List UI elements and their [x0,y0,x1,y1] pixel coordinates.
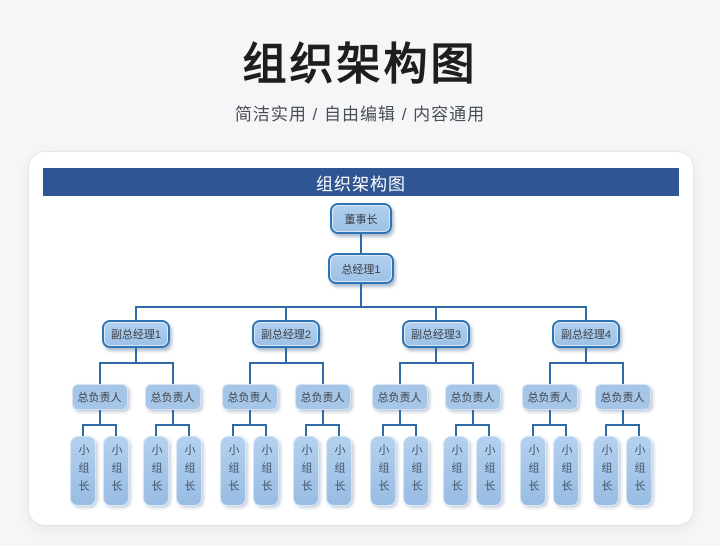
groups-row: 小组长 小组长 [213,424,286,506]
org-chart: 董事长 总经理1 副总经理1 总负责人 小组长 [29,196,693,506]
groups-row: 小组长 小组长 [363,424,436,506]
org-leader: 总负责人 小组长 小组长 [513,362,586,506]
groups-row: 小组长 小组长 [286,424,359,506]
node-vice-gm-4: 副总经理4 [552,320,620,348]
groups-row: 小组长 小组长 [586,424,659,506]
leaf-wrap: 小组长 [172,424,206,506]
groups-row: 小组长 小组长 [436,424,509,506]
leaders-row: 总负责人 小组长 小组长 [511,362,661,506]
org-branch-2: 副总经理2 总负责人 小组长 小组长 [211,306,361,506]
connector-line [585,348,587,362]
org-leader: 总负责人 小组长 小组长 [63,362,136,506]
leaf-wrap: 小组长 [217,424,250,506]
connector-line [621,410,624,424]
leaf-wrap: 小组长 [590,424,623,506]
node-group-leader: 小组长 [326,436,352,506]
groups-row: 小组长 小组长 [513,424,586,506]
connector-line [248,410,251,424]
node-leader: 总负责人 [521,384,578,410]
node-group-leader: 小组长 [70,436,96,506]
node-leader: 总负责人 [594,384,651,410]
org-leader: 总负责人 小组长 小组长 [136,362,209,506]
card-header-title: 组织架构图 [316,174,406,194]
node-group-leader: 小组长 [476,436,502,506]
node-vice-gm-3: 副总经理3 [402,320,470,348]
org-branch-1: 副总经理1 总负责人 小组长 小组长 [61,306,211,506]
connector-line [321,410,324,424]
leaf-wrap: 小组长 [440,424,473,506]
page-title: 组织架构图 [242,40,478,89]
node-group-leader: 小组长 [520,436,546,506]
leaders-row: 总负责人 小组长 小组长 [61,362,211,506]
node-group-leader: 小组长 [103,436,129,506]
connector-line [548,410,551,424]
page-subtitle: 简洁实用 / 自由编辑 / 内容通用 [234,105,486,124]
leaders-row: 总负责人 小组长 小组长 [211,362,361,506]
node-general-manager: 总经理1 [328,253,394,284]
leaf-wrap: 小组长 [367,424,400,506]
node-vice-gm-2: 副总经理2 [252,320,320,348]
connector-line [471,410,474,424]
node-group-leader: 小组长 [553,436,579,506]
connector-line [135,348,137,362]
node-leader: 总负责人 [71,384,128,410]
branches-row: 副总经理1 总负责人 小组长 小组长 [61,306,661,506]
connector-line [285,348,287,362]
card-header-bar: 组织架构图 [43,168,679,196]
leaf-wrap: 小组长 [249,424,283,506]
node-group-leader: 小组长 [403,436,429,506]
node-leader: 总负责人 [144,384,201,410]
groups-row: 小组长 小组长 [63,424,136,506]
node-vice-gm-1: 副总经理1 [102,320,170,348]
leaf-wrap: 小组长 [322,424,356,506]
node-group-leader: 小组长 [253,436,279,506]
leaf-wrap: 小组长 [67,424,100,506]
connector-line [98,410,101,424]
leaf-wrap: 小组长 [140,424,173,506]
leaders-row: 总负责人 小组长 小组长 [361,362,511,506]
node-leader: 总负责人 [221,384,278,410]
node-chairman: 董事长 [330,203,392,234]
connector-line [398,410,401,424]
org-leader: 总负责人 小组长 小组长 [213,362,286,506]
connector-line [360,284,362,306]
connector-line [171,410,174,424]
node-group-leader: 小组长 [370,436,396,506]
leaf-wrap: 小组长 [399,424,433,506]
node-group-leader: 小组长 [220,436,246,506]
org-branch-4: 副总经理4 总负责人 小组长 小组长 [511,306,661,506]
template-card: 组织架构图 董事长 总经理1 副总经理1 总负责人 [29,152,693,525]
org-branch-3: 副总经理3 总负责人 小组长 小组长 [361,306,511,506]
org-leader: 总负责人 小组长 小组长 [363,362,436,506]
connector-line [435,348,437,362]
leaf-wrap: 小组长 [549,424,583,506]
groups-row: 小组长 小组长 [136,424,209,506]
node-group-leader: 小组长 [143,436,169,506]
node-group-leader: 小组长 [626,436,652,506]
connector-line [360,234,362,253]
node-group-leader: 小组长 [293,436,319,506]
leaf-wrap: 小组长 [472,424,506,506]
org-leader: 总负责人 小组长 小组长 [586,362,659,506]
node-group-leader: 小组长 [176,436,202,506]
node-group-leader: 小组长 [593,436,619,506]
leaf-wrap: 小组长 [290,424,323,506]
org-leader: 总负责人 小组长 小组长 [286,362,359,506]
node-leader: 总负责人 [294,384,351,410]
node-group-leader: 小组长 [443,436,469,506]
leaf-wrap: 小组长 [622,424,656,506]
leaf-wrap: 小组长 [517,424,550,506]
leaf-wrap: 小组长 [99,424,133,506]
node-leader: 总负责人 [444,384,501,410]
org-leader: 总负责人 小组长 小组长 [436,362,509,506]
node-leader: 总负责人 [371,384,428,410]
